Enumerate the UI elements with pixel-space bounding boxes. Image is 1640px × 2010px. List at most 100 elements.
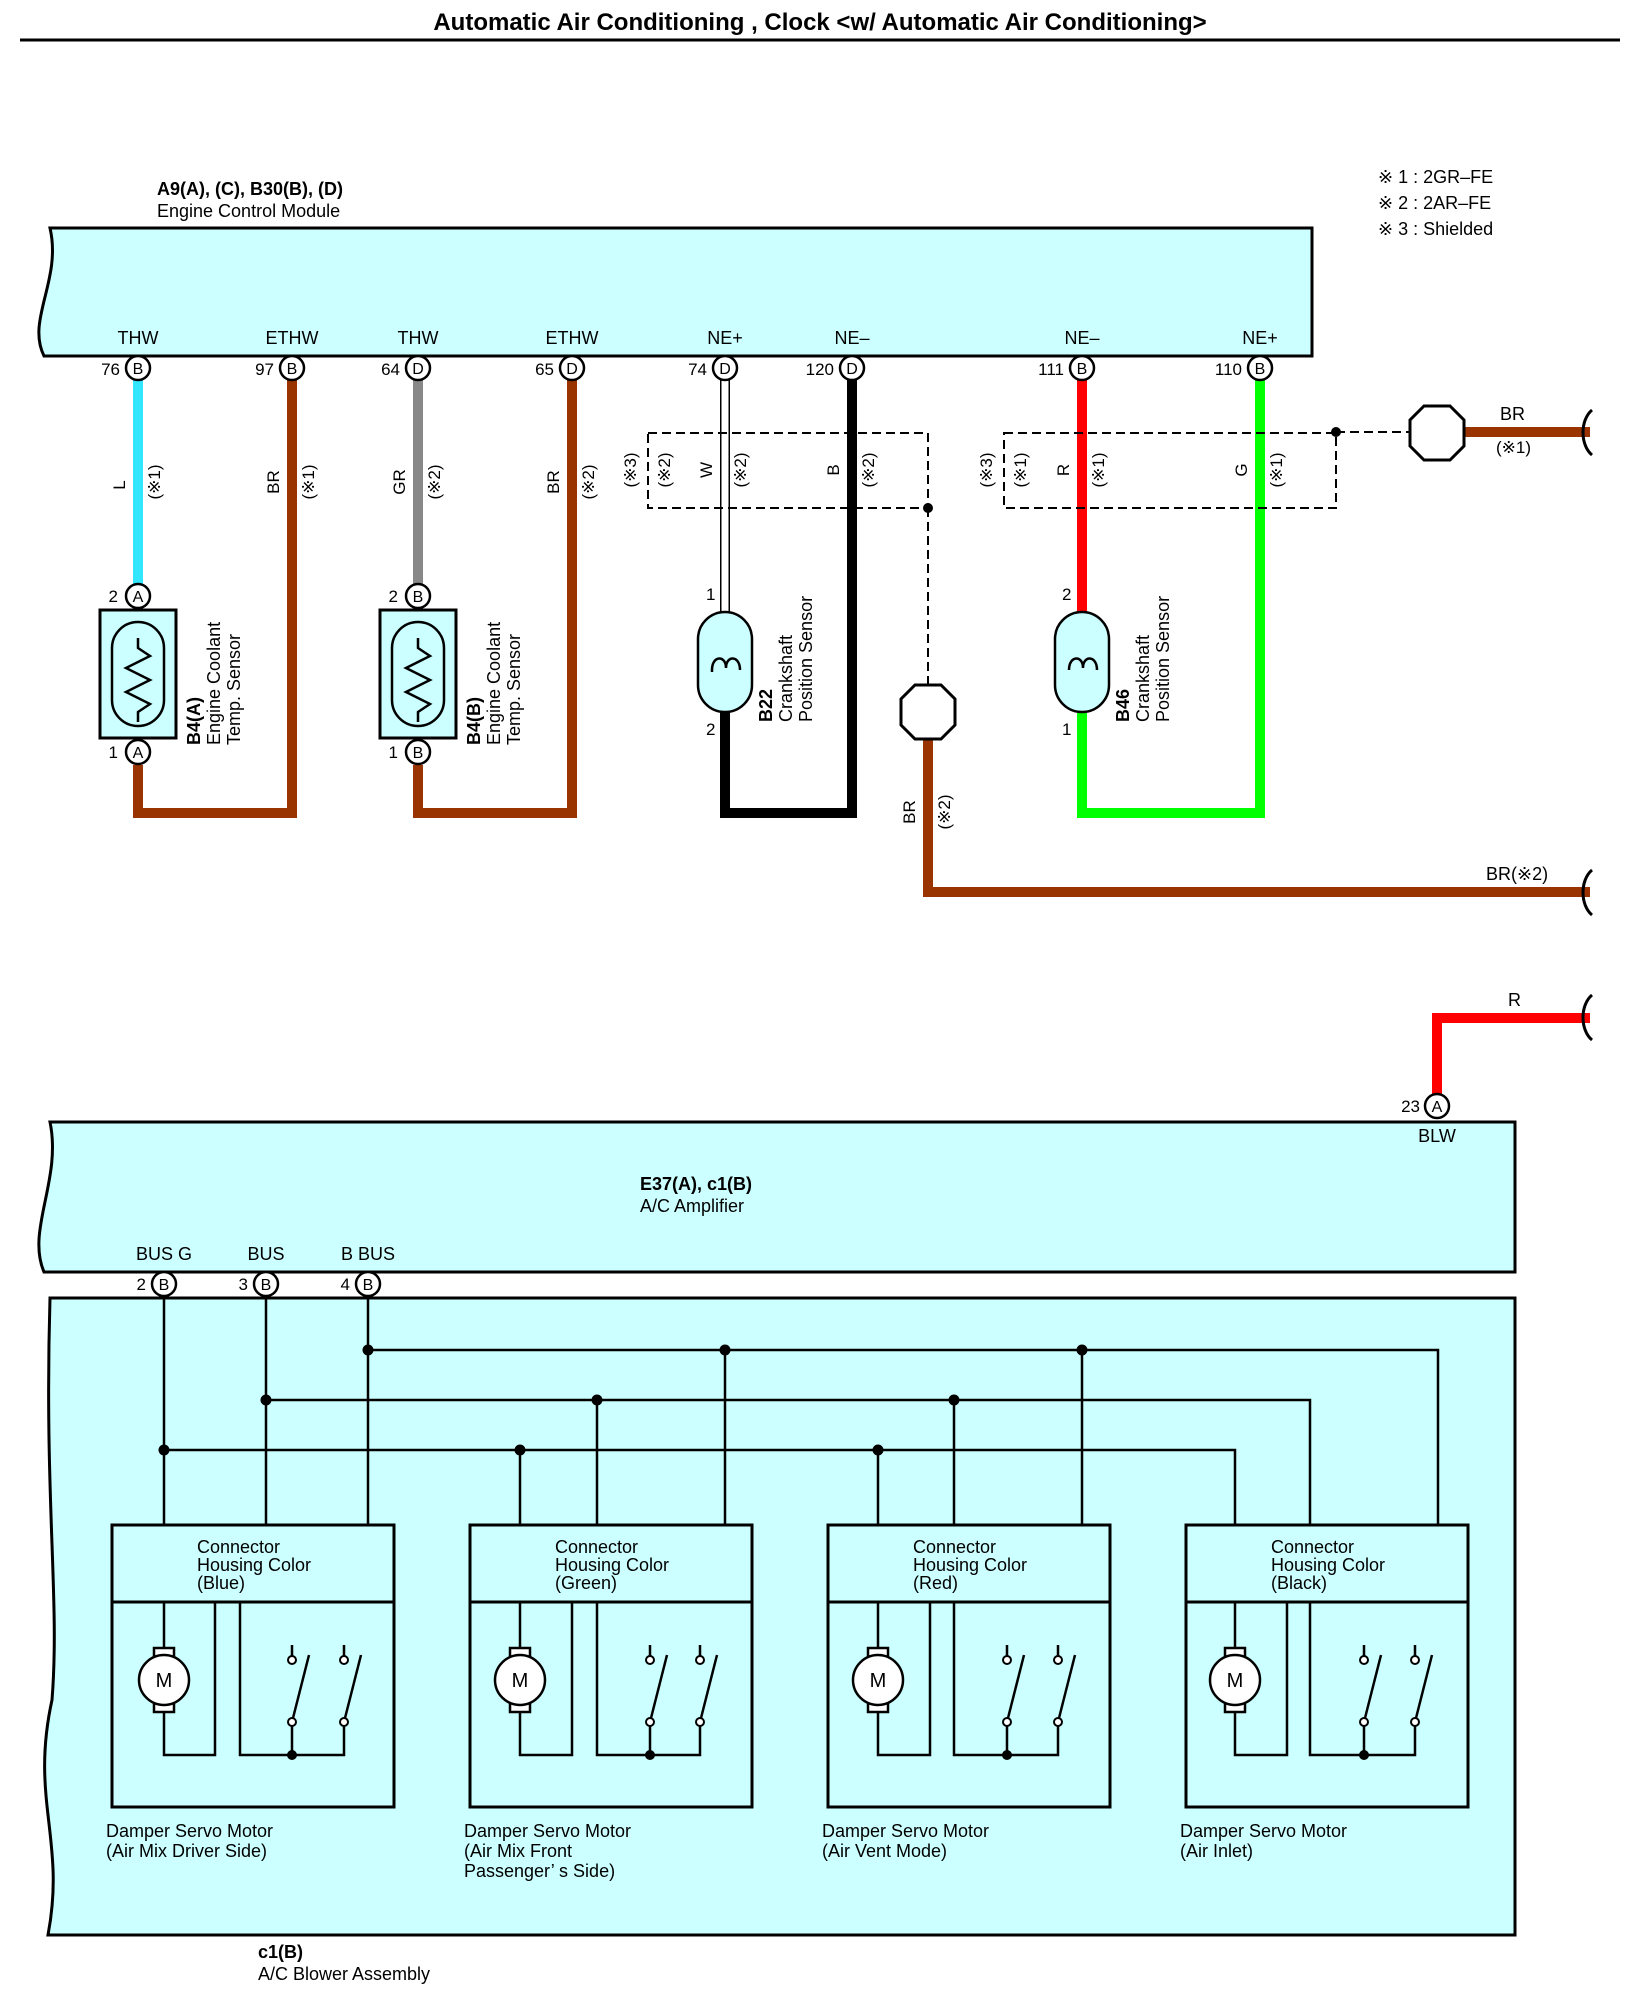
motor-label: Damper Servo Motor	[106, 1821, 273, 1841]
ecm-conn-letter: D	[719, 361, 731, 378]
shield-note: (※1)	[1011, 452, 1030, 487]
ecm-terminal: D 65	[535, 354, 586, 382]
wire-label: BR	[544, 470, 563, 494]
wire-label: B	[824, 464, 843, 475]
ecm-terminal: D 120	[806, 354, 866, 382]
thermistor-icon	[403, 638, 433, 722]
sensor-name: Engine Coolant	[484, 622, 504, 745]
wire-note: (※1)	[299, 464, 318, 499]
ecm-terminal-label: NE–	[834, 328, 869, 348]
ecm-pin: 110	[1215, 360, 1242, 379]
connector-housing-color: (Black)	[1271, 1573, 1327, 1593]
ecm-terminal: B 76	[101, 354, 152, 382]
wire-label: GR	[390, 469, 409, 495]
wire-note: (※1)	[145, 464, 164, 499]
sensor-name: Position Sensor	[1153, 596, 1173, 722]
connector-housing-label: Housing Color	[555, 1555, 669, 1575]
ecm-pin: 64	[381, 360, 400, 379]
wire-break-top	[1581, 408, 1594, 457]
ecm-terminal-label: ETHW	[266, 328, 319, 348]
motor-label: Passenger’ s Side)	[464, 1861, 615, 1881]
bus-pin: 3	[239, 1275, 248, 1294]
coil-icon	[1067, 657, 1099, 671]
thermistor-icon	[123, 638, 153, 722]
ground-wire-end-label: BR(※2)	[1486, 864, 1548, 884]
amplifier-code: E37(A), c1(B)	[640, 1174, 752, 1194]
sensor-pin: 1	[109, 743, 118, 762]
sensor-name: Engine Coolant	[204, 622, 224, 745]
ecm-conn-letter: B	[1255, 361, 1266, 378]
wire-label: W	[697, 462, 716, 478]
blw-pin: 23	[1401, 1097, 1420, 1116]
note-2: ※ 2 : 2AR–FE	[1378, 193, 1491, 213]
note-3: ※ 3 : Shielded	[1378, 219, 1493, 239]
ecm-terminal-label: THW	[118, 328, 159, 348]
blw-wire-label: R	[1508, 990, 1521, 1010]
motor-label: Damper Servo Motor	[464, 1821, 631, 1841]
ecm-conn-letter: D	[846, 361, 858, 378]
sensor-pin: 1	[706, 585, 715, 604]
connector-housing-color: (Blue)	[197, 1573, 245, 1593]
bus-conn-letter: B	[159, 1277, 170, 1294]
ecm-terminal-label: THW	[398, 328, 439, 348]
motor-icon	[137, 1653, 191, 1707]
sensor-pin: 2	[109, 587, 118, 606]
wire-note: (※1)	[1267, 452, 1286, 487]
sensor-code: B4(B)	[464, 697, 484, 745]
sensor-name: Temp. Sensor	[504, 634, 524, 745]
sensor-conn-letter: B	[413, 589, 424, 606]
ecm-pin: 111	[1038, 360, 1064, 379]
ecm-pin: 97	[255, 360, 274, 379]
motor-icon	[1208, 1653, 1262, 1707]
sensor-terminal: A 2	[109, 582, 152, 610]
sensor-code: B22	[756, 689, 776, 722]
connector-housing-label: Housing Color	[197, 1555, 311, 1575]
ecm-box	[37, 226, 1314, 358]
wire-label: BR	[264, 470, 283, 494]
damper-servo-motor-4: Connector Housing Color (Black) M Damper…	[1180, 1523, 1470, 1861]
blower-code: c1(B)	[258, 1942, 303, 1962]
amplifier-box	[37, 1120, 1517, 1274]
wire-note: (※2)	[731, 452, 750, 487]
bus-label: BUS	[247, 1244, 284, 1264]
ecm-conn-letter: B	[287, 361, 298, 378]
bus-terminal: B 3	[239, 1270, 280, 1298]
motor-symbol: M	[156, 1670, 173, 1692]
connector-housing-label: Housing Color	[1271, 1555, 1385, 1575]
blw-terminal: A 23	[1401, 1092, 1451, 1120]
shield-junction-2	[1331, 427, 1341, 437]
motor-label: Damper Servo Motor	[822, 1821, 989, 1841]
motor-symbol: M	[512, 1670, 529, 1692]
shield-note: (※2)	[655, 452, 674, 487]
ecm-conn-letter: D	[412, 361, 424, 378]
bus-label: B BUS	[341, 1244, 395, 1264]
ecm-terminal: D 64	[381, 354, 432, 382]
sensor-name: Crankshaft	[776, 635, 796, 722]
sensor-code: B4(A)	[184, 697, 204, 745]
wire-label: R	[1054, 464, 1073, 476]
sensor-name: Temp. Sensor	[224, 634, 244, 745]
amplifier-name: A/C Amplifier	[640, 1196, 744, 1216]
motor-symbol: M	[870, 1670, 887, 1692]
bus-conn-letter: B	[363, 1277, 374, 1294]
wire-br-ground-mid	[923, 735, 1590, 897]
ecm-conn-letter: B	[133, 361, 144, 378]
ecm-terminal-label: NE+	[1242, 328, 1278, 348]
connector-housing-color: (Green)	[555, 1573, 617, 1593]
wire-label: L	[110, 480, 129, 489]
damper-servo-motor-1: Connector Housing Color (Blue) M Damper …	[106, 1523, 396, 1861]
ecm-pin: 65	[535, 360, 554, 379]
bus-pin: 2	[137, 1275, 146, 1294]
wire-b	[720, 380, 857, 818]
ecm-name: Engine Control Module	[157, 201, 340, 221]
ecm-pin: 120	[806, 360, 834, 379]
ground-wire-label: BR	[1500, 404, 1525, 424]
wire-note: (※1)	[1089, 452, 1108, 487]
sensor-terminal: A 1	[109, 738, 152, 766]
ecm-pin: 74	[688, 360, 707, 379]
ground-wire-note: (※1)	[1496, 438, 1531, 457]
shield-junction-1	[923, 503, 933, 513]
connector-housing-label: Connector	[1271, 1537, 1354, 1557]
sensor-conn-letter: A	[133, 745, 144, 762]
wire-break-blw	[1581, 993, 1594, 1042]
